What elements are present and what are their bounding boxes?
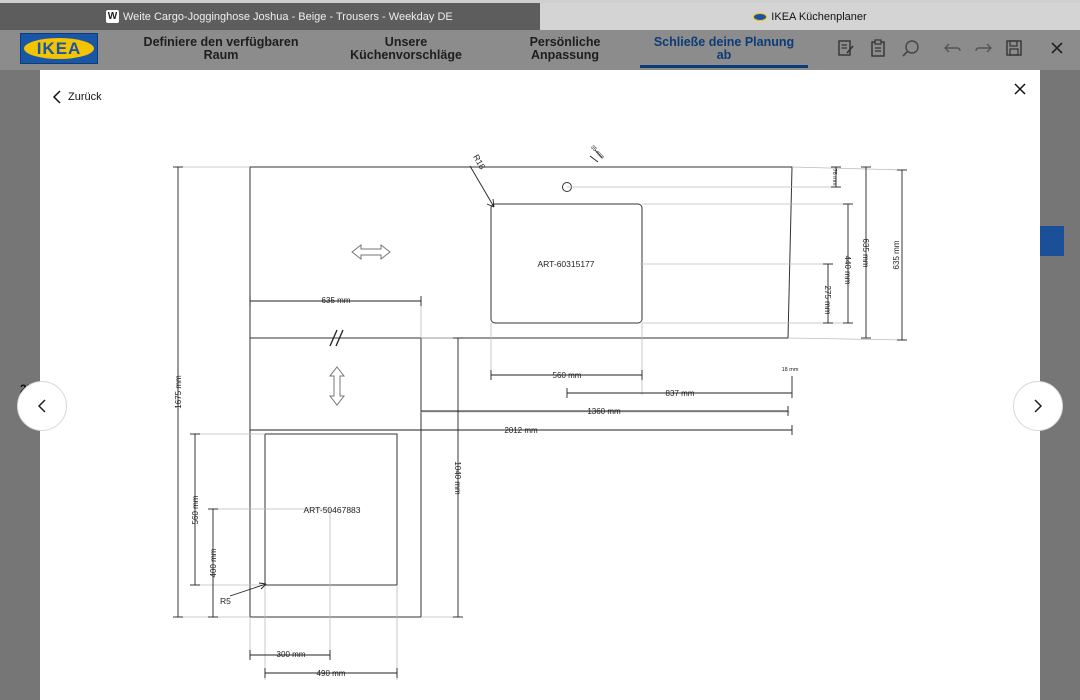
modal-close-icon[interactable] [1010, 80, 1030, 100]
close-planner-icon[interactable] [1048, 39, 1066, 57]
save-icon[interactable] [1005, 39, 1023, 57]
chevron-left-icon [52, 90, 61, 104]
sink-cutout [490, 203, 643, 324]
dim-490-label: 490 mm [317, 669, 346, 678]
step-suggestions[interactable]: Unsere Küchenvorschläge [336, 36, 476, 62]
back-label: Zurück [68, 91, 102, 103]
dim-1360-label: 1360 mm [587, 407, 621, 416]
browser-tab-ikea[interactable]: IKEA Küchenplaner [540, 3, 1080, 30]
back-button[interactable]: Zurück [52, 90, 102, 104]
chevron-right-icon [1034, 399, 1043, 413]
ikea-favicon-icon [753, 12, 768, 21]
ikea-logo-text: IKEA [24, 38, 94, 59]
dim-18-label: 18 mm [782, 367, 799, 373]
browser-tab-bar: W Weite Cargo-Jogginghose Joshua - Beige… [0, 0, 1080, 30]
hob-cutout [264, 433, 398, 586]
search-zoom-icon[interactable] [901, 39, 919, 57]
worktop-drawing: ART-60315177 ART-50467883 R18 R5 35 mm 6… [173, 144, 907, 680]
step-define-space[interactable]: Definiere den verfügbaren Raum [132, 36, 310, 62]
dim-635-right-label: 635 mm [861, 239, 870, 268]
next-image-button[interactable] [1013, 381, 1063, 431]
undo-icon[interactable] [942, 39, 961, 57]
redo-icon[interactable] [974, 39, 992, 57]
step-line: Küchenvorschläge [350, 48, 462, 62]
ikea-logo[interactable]: IKEA [20, 33, 98, 64]
background-panel-edge [1040, 226, 1064, 256]
dim-837-label: 837 mm [666, 389, 695, 398]
dim-2012-label: 2012 mm [504, 426, 538, 435]
dim-635-top-label: 635 mm [322, 296, 351, 305]
radius-r18-label: R18 [471, 153, 488, 172]
dim-560-sink-label: 560 mm [553, 371, 582, 380]
dim-400-label: 400 mm [209, 548, 218, 577]
step-line: Persönliche [529, 35, 601, 49]
weekday-favicon-icon: W [106, 10, 119, 23]
tab-title: IKEA Küchenplaner [771, 10, 867, 23]
browser-tab-weekday[interactable]: W Weite Cargo-Jogginghose Joshua - Beige… [0, 3, 540, 30]
previous-image-button[interactable] [17, 381, 67, 431]
dim-35-label: 35 mm [589, 144, 605, 160]
worktop-outline [249, 166, 793, 618]
step-customize[interactable]: Persönliche Anpassung [500, 36, 630, 62]
step-complete-planning[interactable]: Schließe deine Planung ab [640, 36, 808, 62]
dim-1675-label: 1675 mm [174, 375, 183, 409]
hob-article-label: ART-50467883 [303, 505, 360, 515]
active-step-indicator [640, 65, 808, 68]
radius-r5-label: R5 [220, 596, 231, 606]
dim-300-label: 300 mm [277, 650, 306, 659]
edit-notes-icon[interactable] [837, 39, 855, 57]
chevron-left-icon [37, 399, 46, 413]
dim-440-label: 440 mm [843, 256, 852, 285]
tab-title: Weite Cargo-Jogginghose Joshua - Beige -… [123, 10, 453, 23]
dim-1040-label: 1040 mm [453, 461, 462, 495]
step-line: Definiere den verfügbaren [143, 35, 299, 49]
clipboard-icon[interactable] [869, 39, 887, 57]
step-line: ab [716, 48, 732, 62]
dim-635-outer-label: 635 mm [892, 240, 901, 269]
dim-275-label: 275 mm [823, 286, 832, 315]
planner-header: IKEA Definiere den verfügbaren Raum Unse… [0, 30, 1080, 70]
vertical-direction-arrow-icon [328, 366, 346, 406]
sink-article-label: ART-60315177 [537, 259, 594, 269]
step-line: Unsere [384, 35, 428, 49]
drawing-modal: Zurück [40, 70, 1040, 700]
step-line: Anpassung [530, 48, 600, 62]
dim-560-hob-label: 560 mm [191, 495, 200, 524]
dim-76-label: 76 mm [831, 169, 837, 186]
horizontal-direction-arrow-icon [351, 243, 391, 261]
step-line: Raum [203, 48, 239, 62]
step-line: Schließe deine Planung [653, 35, 795, 49]
